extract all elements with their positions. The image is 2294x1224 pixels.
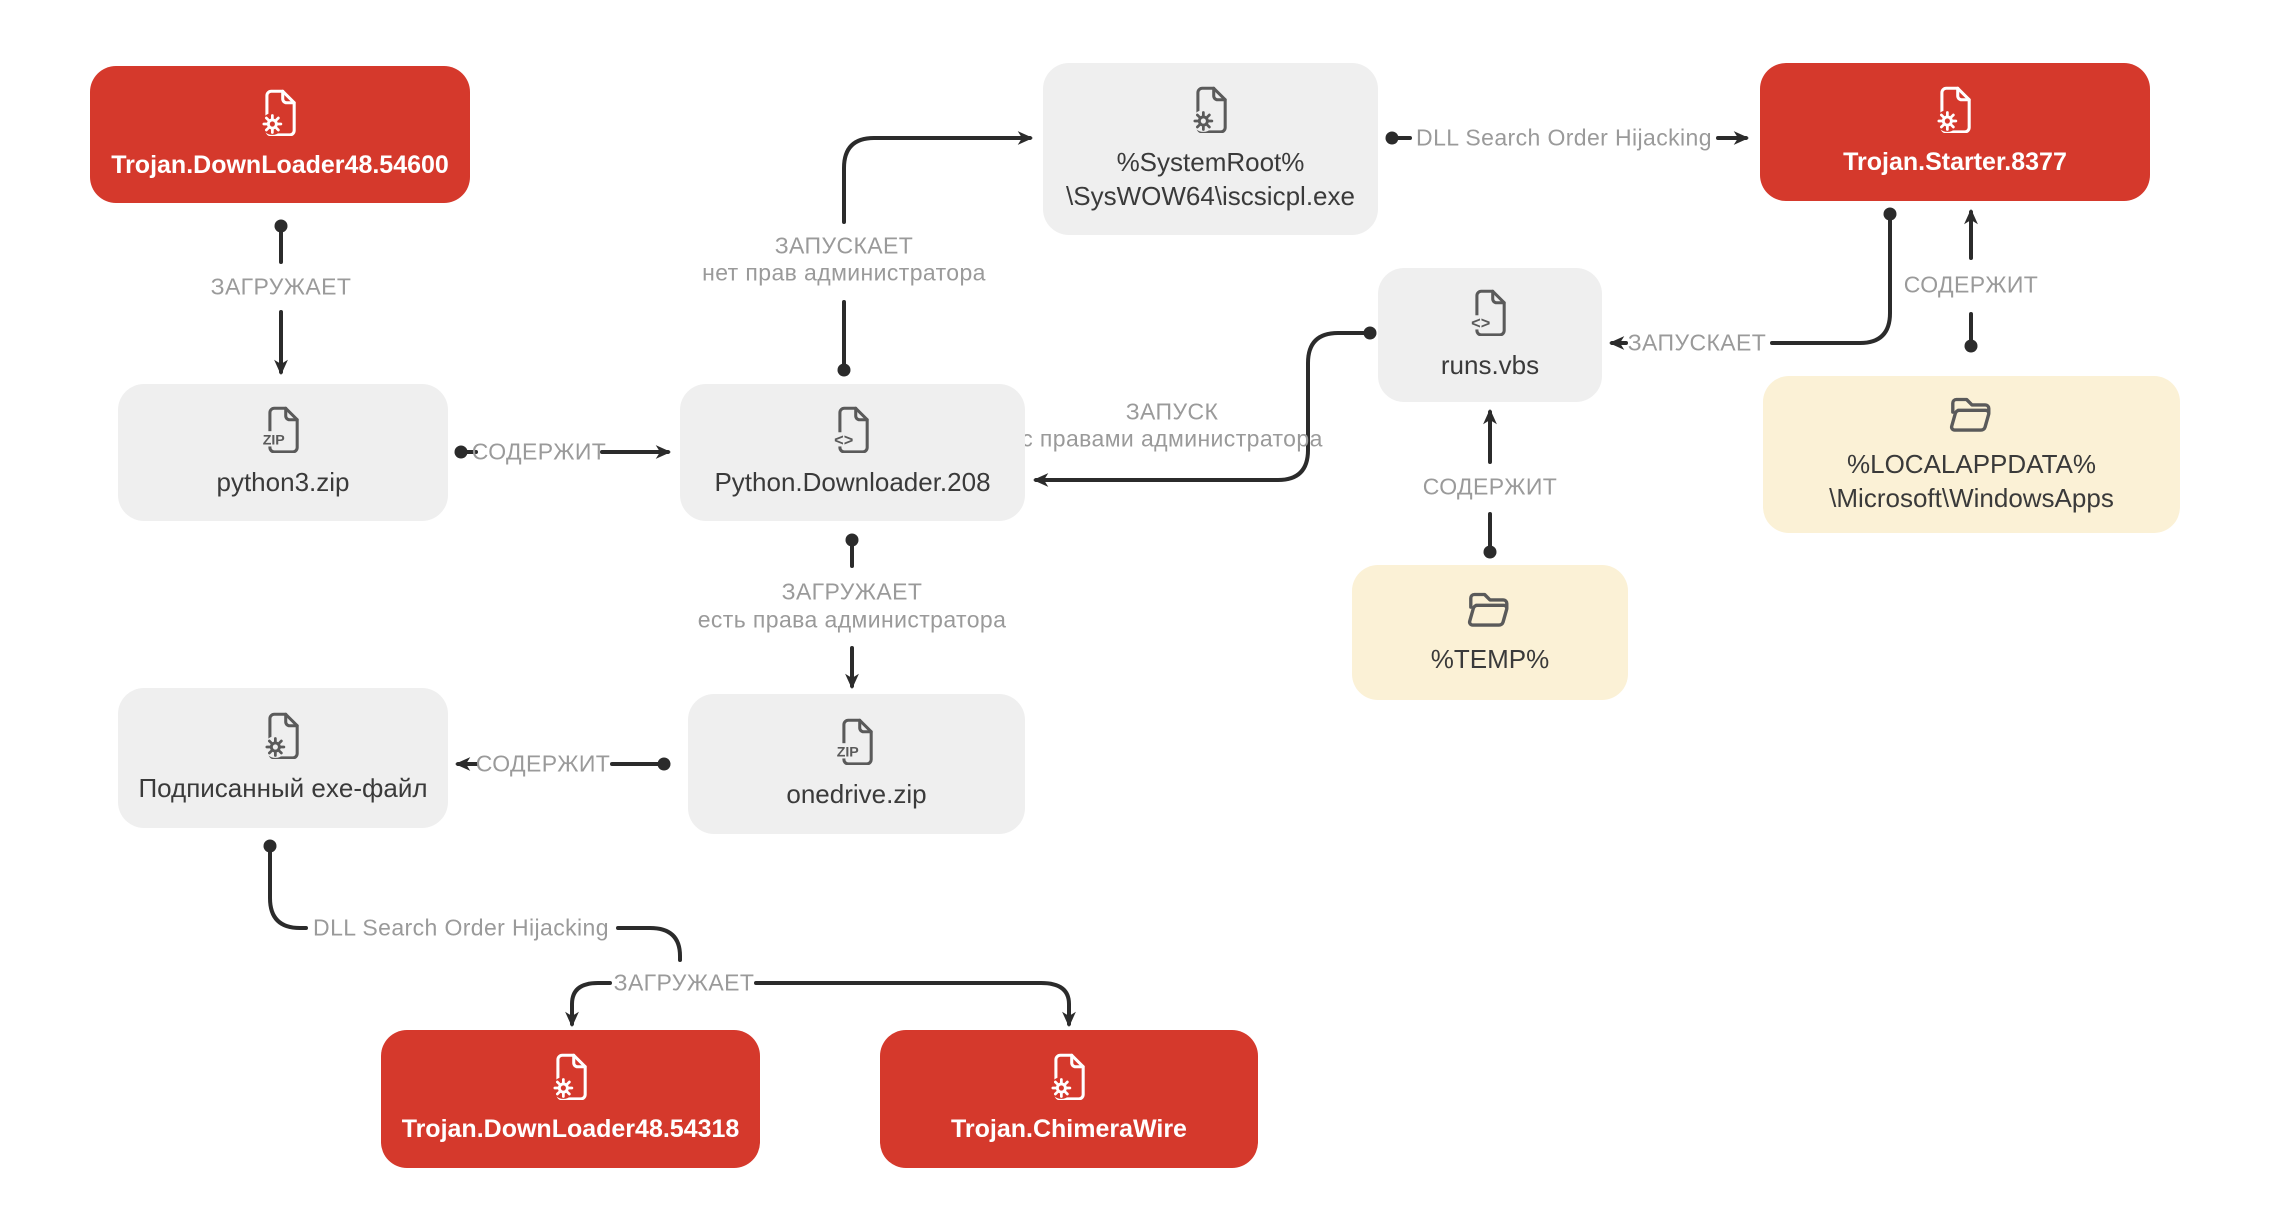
edge-sublabel-run-admin: с правами администратора [1021, 425, 1323, 452]
svg-text:<>: <> [834, 431, 853, 449]
node-python3-zip: ZIP python3.zip [118, 384, 448, 521]
exe-file-icon [1050, 1053, 1085, 1101]
node-label: runs.vbs [1440, 349, 1540, 380]
edge-source-dot [837, 363, 851, 377]
folder-icon [1467, 592, 1509, 627]
edge-source-dot [1883, 207, 1897, 221]
node-trojan-starter-8377: Trojan.Starter.8377 [1760, 63, 2150, 201]
edge-downloads2-left-arrow [565, 981, 612, 1028]
node-label: Trojan.ChimeraWire [951, 1115, 1187, 1144]
folder-icon [1949, 397, 1990, 432]
edge-run-admin-arrow [1032, 331, 1372, 487]
edge-source-dot [845, 533, 859, 547]
exe-file-icon [1191, 86, 1227, 133]
edge-label-downloads1: ЗАГРУЖАЕТ [210, 273, 352, 300]
node-localappdata-windowsapps-folder: %LOCALAPPDATA% \Microsoft\WindowsApps [1763, 376, 2180, 533]
node-temp-folder: %TEMP% [1352, 565, 1628, 700]
node-label: Подписанный exe-файл [138, 772, 428, 803]
edge-dll-hijack-bottom-line1 [268, 844, 308, 930]
edge-label-contains-starter: СОДЕРЖИТ [1903, 271, 2039, 298]
edge-label-contains-runsvbs: СОДЕРЖИТ [1422, 473, 1558, 500]
edge-sublabel-launches-noadmin: нет прав администратора [702, 259, 986, 286]
node-trojan-chimerawire: Trojan.ChimeraWire [880, 1030, 1258, 1168]
edge-launches-runsvbs-line [1770, 212, 1892, 345]
edge-source-dot [1483, 545, 1497, 559]
edge-label-downloads2: ЗАГРУЖАЕТ [613, 969, 755, 996]
edge-source-dot [657, 757, 671, 771]
node-trojan-downloader48-54318: Trojan.DownLoader48.54318 [381, 1030, 760, 1168]
node-label: Trojan.DownLoader48.54600 [111, 150, 449, 179]
node-label: onedrive.zip [786, 778, 927, 809]
edge-source-dot [454, 445, 468, 459]
edge-label-contains-signedexe: СОДЕРЖИТ [475, 750, 611, 777]
code-file-icon: <> [1469, 289, 1506, 336]
svg-text:ZIP: ZIP [263, 432, 285, 448]
edge-label-downloads-admin: ЗАГРУЖАЕТ [781, 578, 923, 605]
edge-label-dll-hijack-bottom: DLL Search Order Hijacking [313, 914, 609, 941]
zip-file-icon: ZIP [261, 406, 299, 454]
node-trojan-downloader48-54600: Trojan.DownLoader48.54600 [90, 66, 470, 203]
node-python-downloader-208: <> Python.Downloader.208 [680, 384, 1025, 521]
edge-launches-noadmin-arrow [842, 131, 1034, 224]
node-label: %LOCALAPPDATA% \Microsoft\WindowsApps [1829, 448, 2114, 513]
node-label: Python.Downloader.208 [714, 467, 991, 498]
edge-label-dll-hijack-top: DLL Search Order Hijacking [1416, 124, 1712, 151]
svg-text:ZIP: ZIP [836, 744, 858, 760]
exe-file-icon [264, 712, 299, 759]
edge-dll-hijack-bottom-line2 [616, 926, 682, 962]
node-signed-exe-file: Подписанный exe-файл [118, 688, 448, 828]
code-file-icon: <> [831, 406, 869, 454]
edge-source-dot [263, 839, 277, 853]
exe-file-icon [551, 1053, 587, 1101]
node-label: Trojan.DownLoader48.54318 [401, 1115, 740, 1144]
edge-source-dot [1363, 326, 1377, 340]
edge-source-dot [1964, 339, 1978, 353]
edge-source-dot [274, 219, 288, 233]
node-runs-vbs: <> runs.vbs [1378, 268, 1602, 402]
edge-downloads2-right-arrow [754, 981, 1076, 1028]
node-onedrive-zip: ZIP onedrive.zip [688, 694, 1025, 834]
edge-label-run-admin: ЗАПУСК [1125, 398, 1219, 425]
exe-file-icon [261, 89, 296, 136]
node-label: %SystemRoot% \SysWOW64\iscsicpl.exe [1066, 146, 1355, 211]
edge-label-contains-python3zip: СОДЕРЖИТ [471, 438, 607, 465]
node-label: python3.zip [216, 467, 350, 498]
node-label: %TEMP% [1430, 643, 1550, 674]
node-systemroot-iscsicpl-exe: %SystemRoot% \SysWOW64\iscsicpl.exe [1043, 63, 1378, 235]
edge-sublabel-downloads-admin: есть права администратора [697, 606, 1007, 633]
node-label: Trojan.Starter.8377 [1843, 148, 2067, 177]
edge-label-launches-noadmin: ЗАПУСКАЕТ [774, 232, 914, 259]
edge-source-dot [1385, 131, 1399, 145]
svg-text:<>: <> [1471, 314, 1490, 332]
edge-label-launches-runsvbs: ЗАПУСКАЕТ [1627, 329, 1767, 356]
zip-file-icon: ZIP [834, 718, 873, 765]
exe-file-icon [1936, 86, 1971, 134]
